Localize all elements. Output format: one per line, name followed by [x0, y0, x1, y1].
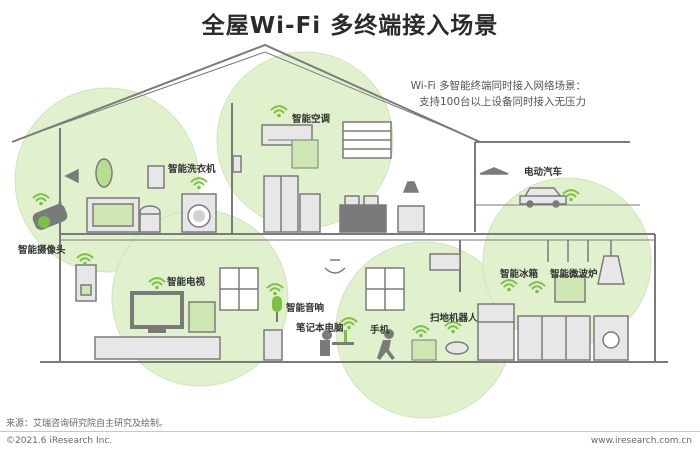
- website-link[interactable]: www.iresearch.com.cn: [590, 436, 692, 446]
- bedroom-fixtures: [232, 121, 425, 233]
- label-ac: 智能空调: [292, 114, 331, 125]
- page-title: 全屋Wi-Fi 多终端接入场景: [201, 13, 499, 39]
- label-phone: 手机: [370, 325, 390, 336]
- living-room-fixtures: [75, 259, 346, 361]
- television: [130, 291, 184, 333]
- caption-line-2: 支持100台以上设备同时接入无压力: [418, 96, 586, 108]
- label-car: 电动汽车: [524, 167, 563, 178]
- label-robot: 扫地机器人: [430, 313, 478, 324]
- washer: [181, 193, 217, 233]
- electric-car: [479, 167, 567, 208]
- study-fixtures: [365, 253, 469, 355]
- source-note: 来源：艾瑞咨询研究院自主研究及绘制。: [6, 419, 169, 429]
- label-tv: 智能电视: [167, 277, 206, 288]
- label-washer: 智能洗衣机: [168, 164, 216, 175]
- caption-line-1: Wi-Fi 多智能终端同时接入网络场景：: [410, 80, 586, 92]
- kitchen-fixtures: [477, 240, 629, 361]
- label-microwave: 智能微波炉: [550, 269, 598, 280]
- smart-speaker: [272, 296, 282, 322]
- footer-divider: [0, 431, 700, 432]
- laptop-user: [320, 330, 354, 356]
- label-speaker: 智能音响: [286, 303, 325, 314]
- label-laptop: 笔记本电脑: [296, 323, 344, 334]
- label-camera: 智能摄像头: [18, 245, 66, 256]
- label-fridge: 智能冰箱: [500, 269, 539, 280]
- air-conditioner: [261, 124, 319, 169]
- caption: Wi-Fi 多智能终端同时接入网络场景： 支持100台以上设备同时接入无压力: [411, 78, 586, 110]
- camera: [32, 202, 68, 230]
- bathroom-fixtures: [64, 158, 165, 233]
- phone-user: [377, 329, 437, 361]
- copyright: ©2021.6 iResearch Inc.: [6, 436, 113, 446]
